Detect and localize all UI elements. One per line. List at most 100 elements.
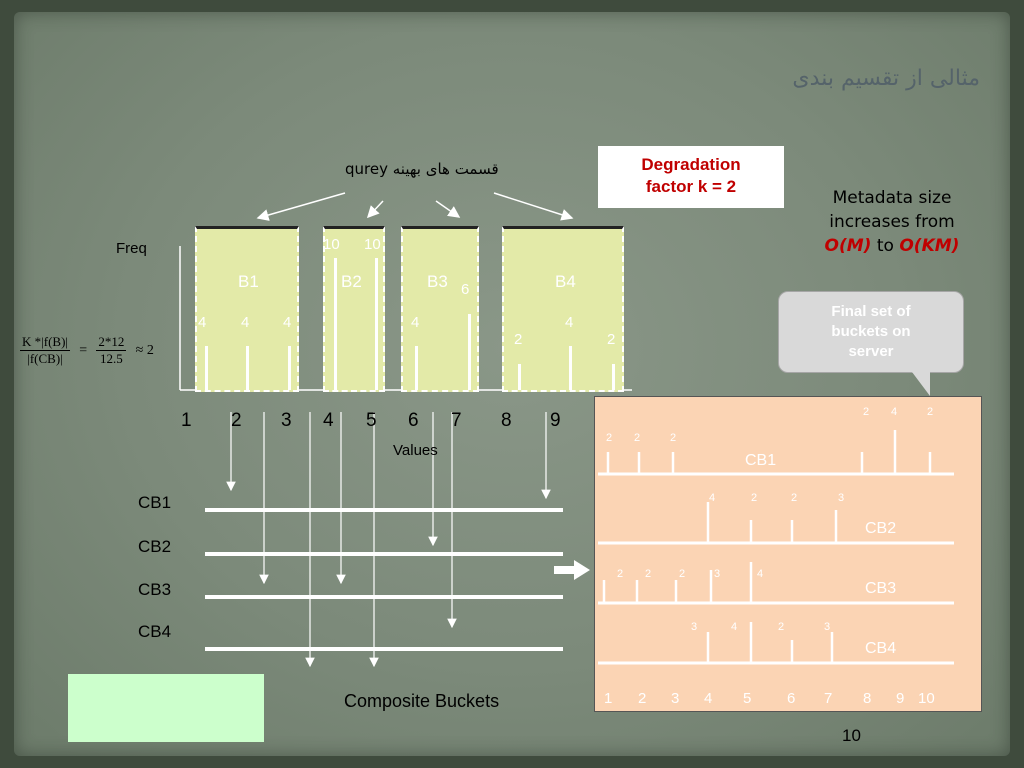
panel-cb2-count-3: 2 — [791, 492, 798, 504]
freq-bar-3 — [288, 346, 291, 390]
freq-bar-4 — [334, 258, 337, 390]
count-value-3: 4 — [283, 314, 292, 331]
panel-x-value-2: 2 — [638, 690, 647, 707]
panel-cb1-top-1: 2 — [863, 406, 870, 418]
x-value-7: 7 — [451, 410, 462, 431]
count-value-2: 4 — [241, 314, 250, 331]
panel-x-value-7: 7 — [824, 690, 833, 707]
query-arrow-b3 — [435, 200, 461, 218]
mint-box — [68, 674, 264, 742]
degradation-line-1: Degradation — [641, 155, 741, 174]
panel-x-value-9: 9 — [896, 690, 905, 707]
count-value-4: 10 — [323, 236, 340, 253]
panel-x-value-4: 4 — [704, 690, 713, 707]
panel-x-value-6: 6 — [787, 690, 796, 707]
callout-line-1: Final set of — [831, 303, 911, 320]
panel-cb1-bottom-1: 2 — [606, 432, 613, 444]
count-value-5: 10 — [364, 236, 381, 253]
metadata-line-2: increases from — [829, 212, 955, 232]
bucket-label-b1: B1 — [238, 272, 259, 291]
panel-cb3-count-2: 2 — [645, 568, 652, 580]
x-value-6: 6 — [408, 410, 419, 431]
slide-title: مثالی از تقسیم بندی — [792, 66, 980, 91]
panel-cb1-bottom-2: 2 — [634, 432, 641, 444]
composite-buckets-label: Composite Buckets — [344, 691, 500, 711]
panel-cb1-label: CB1 — [745, 452, 777, 469]
panel-x-value-3: 3 — [671, 690, 680, 707]
query-arrow-b2 — [366, 200, 384, 219]
panel-lines — [598, 430, 954, 665]
formula-fraction-1: K *|f(B)| |f(CB)| — [20, 334, 71, 367]
cb-label-1: CB1 — [138, 493, 172, 512]
metadata-line-1: Metadata size — [832, 188, 952, 208]
callout-line-3: server — [848, 343, 894, 360]
query-arrow-b1 — [256, 192, 346, 221]
metadata-line-3: O(M) to O(KM) — [806, 234, 978, 258]
cb-line-1 — [205, 508, 563, 512]
formula-fraction-2: 2*12 12.5 — [96, 334, 127, 367]
count-value-6: 4 — [411, 314, 420, 331]
panel-x-value-5: 5 — [743, 690, 752, 707]
panel-cb2-count-2: 2 — [751, 492, 758, 504]
cb-label-2: CB2 — [138, 537, 172, 556]
freq-bar-1 — [205, 346, 208, 390]
panel-cb1-bottom-3: 2 — [670, 432, 677, 444]
formula-denominator-1: |f(CB)| — [27, 351, 63, 366]
panel-x-value-8: 8 — [863, 690, 872, 707]
bucket-b4 — [502, 226, 624, 392]
formula-numerator-2: 2*12 — [96, 334, 127, 351]
cb-line-2 — [205, 552, 563, 556]
count-value-7: 6 — [461, 281, 470, 298]
degradation-factor-box: Degradation factor k = 2 — [598, 146, 784, 208]
count-value-1: 4 — [198, 314, 207, 331]
cb-label-3: CB3 — [138, 580, 172, 599]
formula-equals: = — [79, 342, 88, 358]
degradation-formula: K *|f(B)| |f(CB)| = 2*12 12.5 ≈ 2 — [20, 334, 160, 367]
count-value-9: 4 — [565, 314, 574, 331]
freq-bar-8 — [518, 364, 521, 390]
panel-cb2-label: CB2 — [865, 520, 897, 537]
values-axis-label: Values — [393, 442, 438, 459]
panel-cb3-count-3: 2 — [679, 568, 686, 580]
count-value-10: 2 — [607, 331, 616, 348]
x-value-3: 3 — [281, 410, 292, 431]
cb-label-4: CB4 — [138, 622, 172, 641]
panel-x-value-10: 10 — [918, 690, 935, 707]
panel-cb4-count-4: 3 — [824, 621, 831, 633]
panel-cb1-top-2: 4 — [891, 406, 898, 418]
panel-cb1-top-3: 2 — [927, 406, 934, 418]
panel-cb3-count-5: 4 — [757, 568, 764, 580]
metadata-to-word: to — [876, 236, 894, 256]
bucket-label-b2: B2 — [341, 272, 362, 291]
freq-bar-7 — [468, 314, 471, 390]
x-value-1: 1 — [181, 410, 192, 431]
panel-cb3-count-1: 2 — [617, 568, 624, 580]
query-label: qurey قسمت های بهینه — [345, 160, 499, 178]
formula-approx: ≈ 2 — [135, 342, 154, 358]
panel-cb4-count-1: 3 — [691, 621, 698, 633]
freq-bar-9 — [569, 346, 572, 390]
x-value-8: 8 — [501, 410, 512, 431]
metadata-to: O(KM) — [899, 236, 960, 256]
panel-cb4-count-3: 2 — [778, 621, 785, 633]
cb-line-4 — [205, 647, 563, 651]
x-value-4: 4 — [323, 410, 334, 431]
formula-numerator-1: K *|f(B)| — [20, 334, 71, 351]
callout-line-2: buckets on — [831, 323, 911, 340]
count-value-8: 2 — [514, 331, 523, 348]
x-value-9: 9 — [550, 410, 561, 431]
panel-cb2-count-4: 3 — [838, 492, 845, 504]
server-buckets-callout: Final set of buckets on server — [778, 291, 964, 373]
bucket-label-b3: B3 — [427, 272, 448, 291]
panel-cb4-label: CB4 — [865, 640, 897, 657]
degradation-line-2: factor k = 2 — [645, 177, 737, 196]
freq-axis-label: Freq — [116, 240, 147, 257]
freq-bar-5 — [375, 258, 378, 390]
callout-pointer — [912, 372, 930, 396]
panel-cb4-count-2: 4 — [731, 621, 738, 633]
query-arrow-b4 — [493, 192, 574, 221]
panel-x-value-1: 1 — [604, 690, 613, 707]
bucket-label-b4: B4 — [555, 272, 576, 291]
formula-denominator-2: 12.5 — [100, 351, 123, 366]
cb-line-3 — [205, 595, 563, 599]
